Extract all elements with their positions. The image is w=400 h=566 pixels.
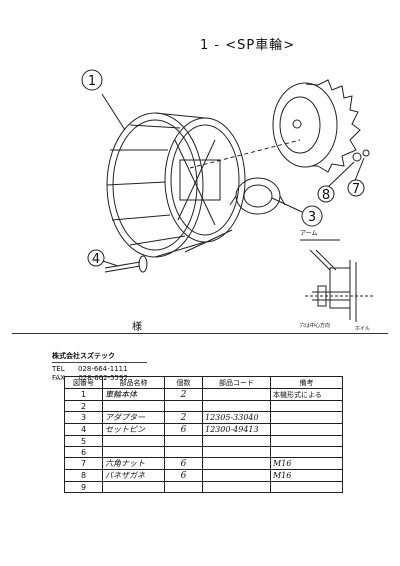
row-name: 車輪本体 [102,388,165,401]
detail-label-center-hole: 穴は中心方向 [300,322,330,329]
set-pin [104,255,148,273]
row-code [202,446,271,458]
row-code [202,400,271,412]
header-qty: 個数 [164,376,203,389]
row-name [102,481,165,493]
row-code [202,481,271,493]
table-row: 1 車輪本体 2 本機形式による [64,388,343,401]
row-note [270,481,343,493]
row-qty: 2 [164,388,203,401]
mounting-detail [300,239,375,322]
parts-table-header: 図番号 部品名称 個数 部品コード 備考 [64,376,343,389]
row-no: 6 [64,446,103,458]
header-remarks: 備考 [270,376,343,389]
detail-label-arm: アーム [300,230,317,237]
row-name: 六角ナット [102,457,165,470]
row-note: M16 [270,457,343,470]
row-code: 12305-33040 [202,411,271,424]
row-qty: 6 [164,423,203,436]
table-row: 2 [64,400,343,412]
row-no: 9 [64,481,103,493]
adapter-plate [229,177,286,215]
row-qty: 6 [164,457,203,470]
table-row: 3 アダプター 2 12305-33040 [64,411,343,424]
parts-table: 図番号 部品名称 個数 部品コード 備考 1 車輪本体 2 本機形式による 2 … [64,376,343,493]
row-qty: 6 [164,469,203,482]
callout-3: 3 [308,210,316,225]
row-code [202,457,271,470]
row-no: 4 [64,423,103,436]
header-part-name: 部品名称 [102,376,165,389]
row-note [270,423,343,436]
tel-value: 028-664-1111 [77,365,128,373]
row-note [270,400,343,412]
callout-7: 7 [352,182,360,197]
row-note: 本機形式による [270,388,343,401]
row-qty [164,435,203,447]
company-name: 株式会社スズテック [52,352,147,363]
tractor-tyre [272,79,361,173]
row-name: アダプター [102,411,165,424]
row-qty [164,446,203,458]
row-no: 5 [64,435,103,447]
row-note: M16 [270,469,343,482]
fax-label: FAX [52,374,65,382]
table-row: 9 [64,481,343,493]
row-note [270,446,343,458]
table-row: 6 [64,446,343,458]
row-qty: 2 [164,411,203,424]
header-fig-no: 図番号 [64,376,103,389]
table-row: 5 [64,435,343,447]
company-tel: TEL 028-664-1111 [52,365,147,374]
row-code [202,435,271,447]
table-row: 8 バネザガネ 6 M16 [64,469,343,482]
divider [12,333,388,334]
callout-1: 1 [88,74,96,89]
detail-label-wheel: ホイル [355,326,370,332]
row-qty [164,481,203,493]
row-code [202,388,271,401]
tel-label: TEL [52,365,65,373]
row-no: 3 [64,411,103,424]
row-name: バネザガネ [102,469,165,482]
row-note [270,435,343,447]
row-no: 8 [64,469,103,482]
row-name [102,446,165,458]
page-title: 1 - <SP車輪> [200,38,296,53]
section-label: 様 [132,322,142,333]
callout-8: 8 [322,188,330,203]
table-row: 4 セットピン 6 12300-49413 [64,423,343,436]
row-note [270,411,343,424]
row-no: 7 [64,457,103,470]
callout-4: 4 [92,252,100,267]
row-qty [164,400,203,412]
header-part-code: 部品コード [202,376,271,389]
row-no: 1 [64,388,103,401]
row-code: 12300-49413 [202,423,271,436]
table-row: 7 六角ナット 6 M16 [64,457,343,470]
row-no: 2 [64,400,103,412]
wheel-assembly-drawing: 1 3 4 7 8 アーム 穴は中心方向 ホイル [81,69,375,332]
row-name [102,400,165,412]
row-name [102,435,165,447]
cage-wheel-body [106,112,246,258]
row-name: セットピン [102,423,165,436]
row-code [202,469,271,482]
